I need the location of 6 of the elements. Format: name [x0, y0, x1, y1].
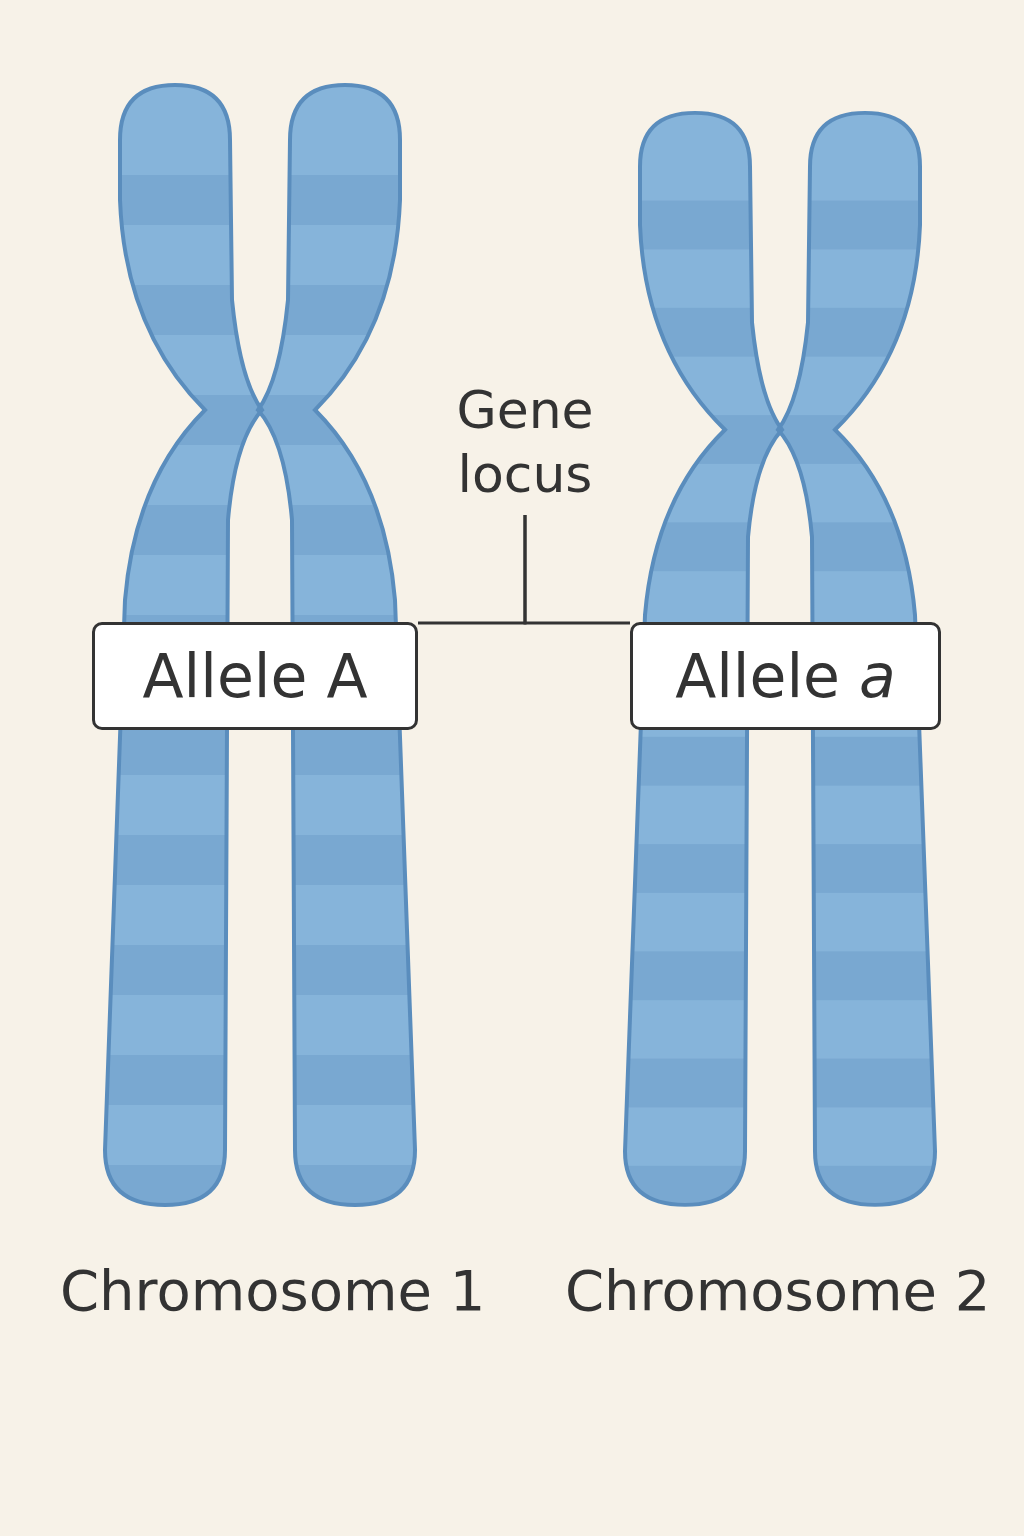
chromosome-label: Chromosome 2 — [565, 1258, 991, 1323]
leader-line — [523, 515, 630, 625]
allele-label: Allele a — [630, 622, 941, 730]
chromosome-label: Chromosome 1 — [60, 1258, 486, 1323]
callout-label: Gene locus — [430, 372, 620, 512]
allele-label: Allele A — [92, 622, 418, 730]
